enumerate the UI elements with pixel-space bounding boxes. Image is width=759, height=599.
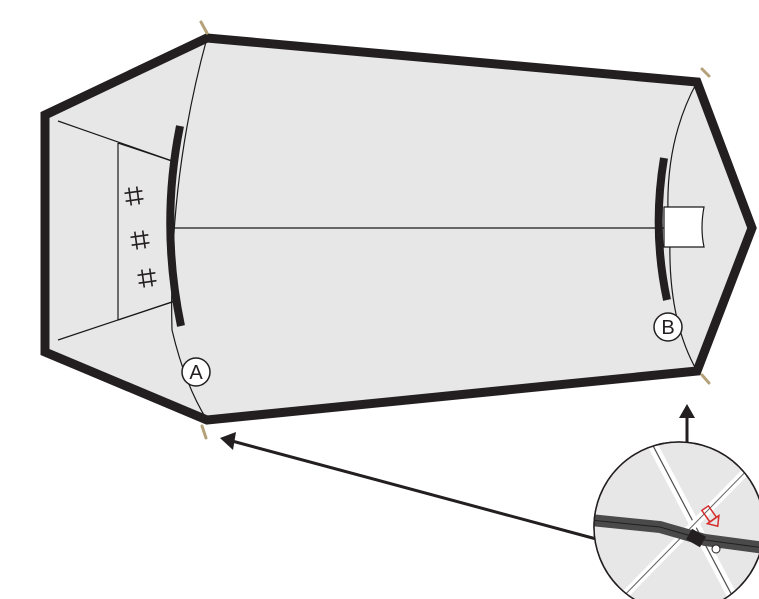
label-b: B (661, 317, 674, 339)
zoom-detail-icon (593, 441, 759, 599)
arrow-icon (220, 432, 601, 542)
mesh-pocket-icon (124, 186, 157, 288)
label-b-marker: B (653, 312, 683, 342)
tent-peg-icon (199, 20, 711, 440)
tent-floor (45, 38, 752, 420)
tent-outline (40, 33, 757, 425)
vestibule-lines (57, 120, 179, 341)
label-a-marker: A (181, 357, 211, 387)
pole-a (166, 125, 185, 327)
rear-vent (663, 206, 705, 248)
pole-b (654, 157, 671, 301)
label-a: A (189, 362, 203, 384)
